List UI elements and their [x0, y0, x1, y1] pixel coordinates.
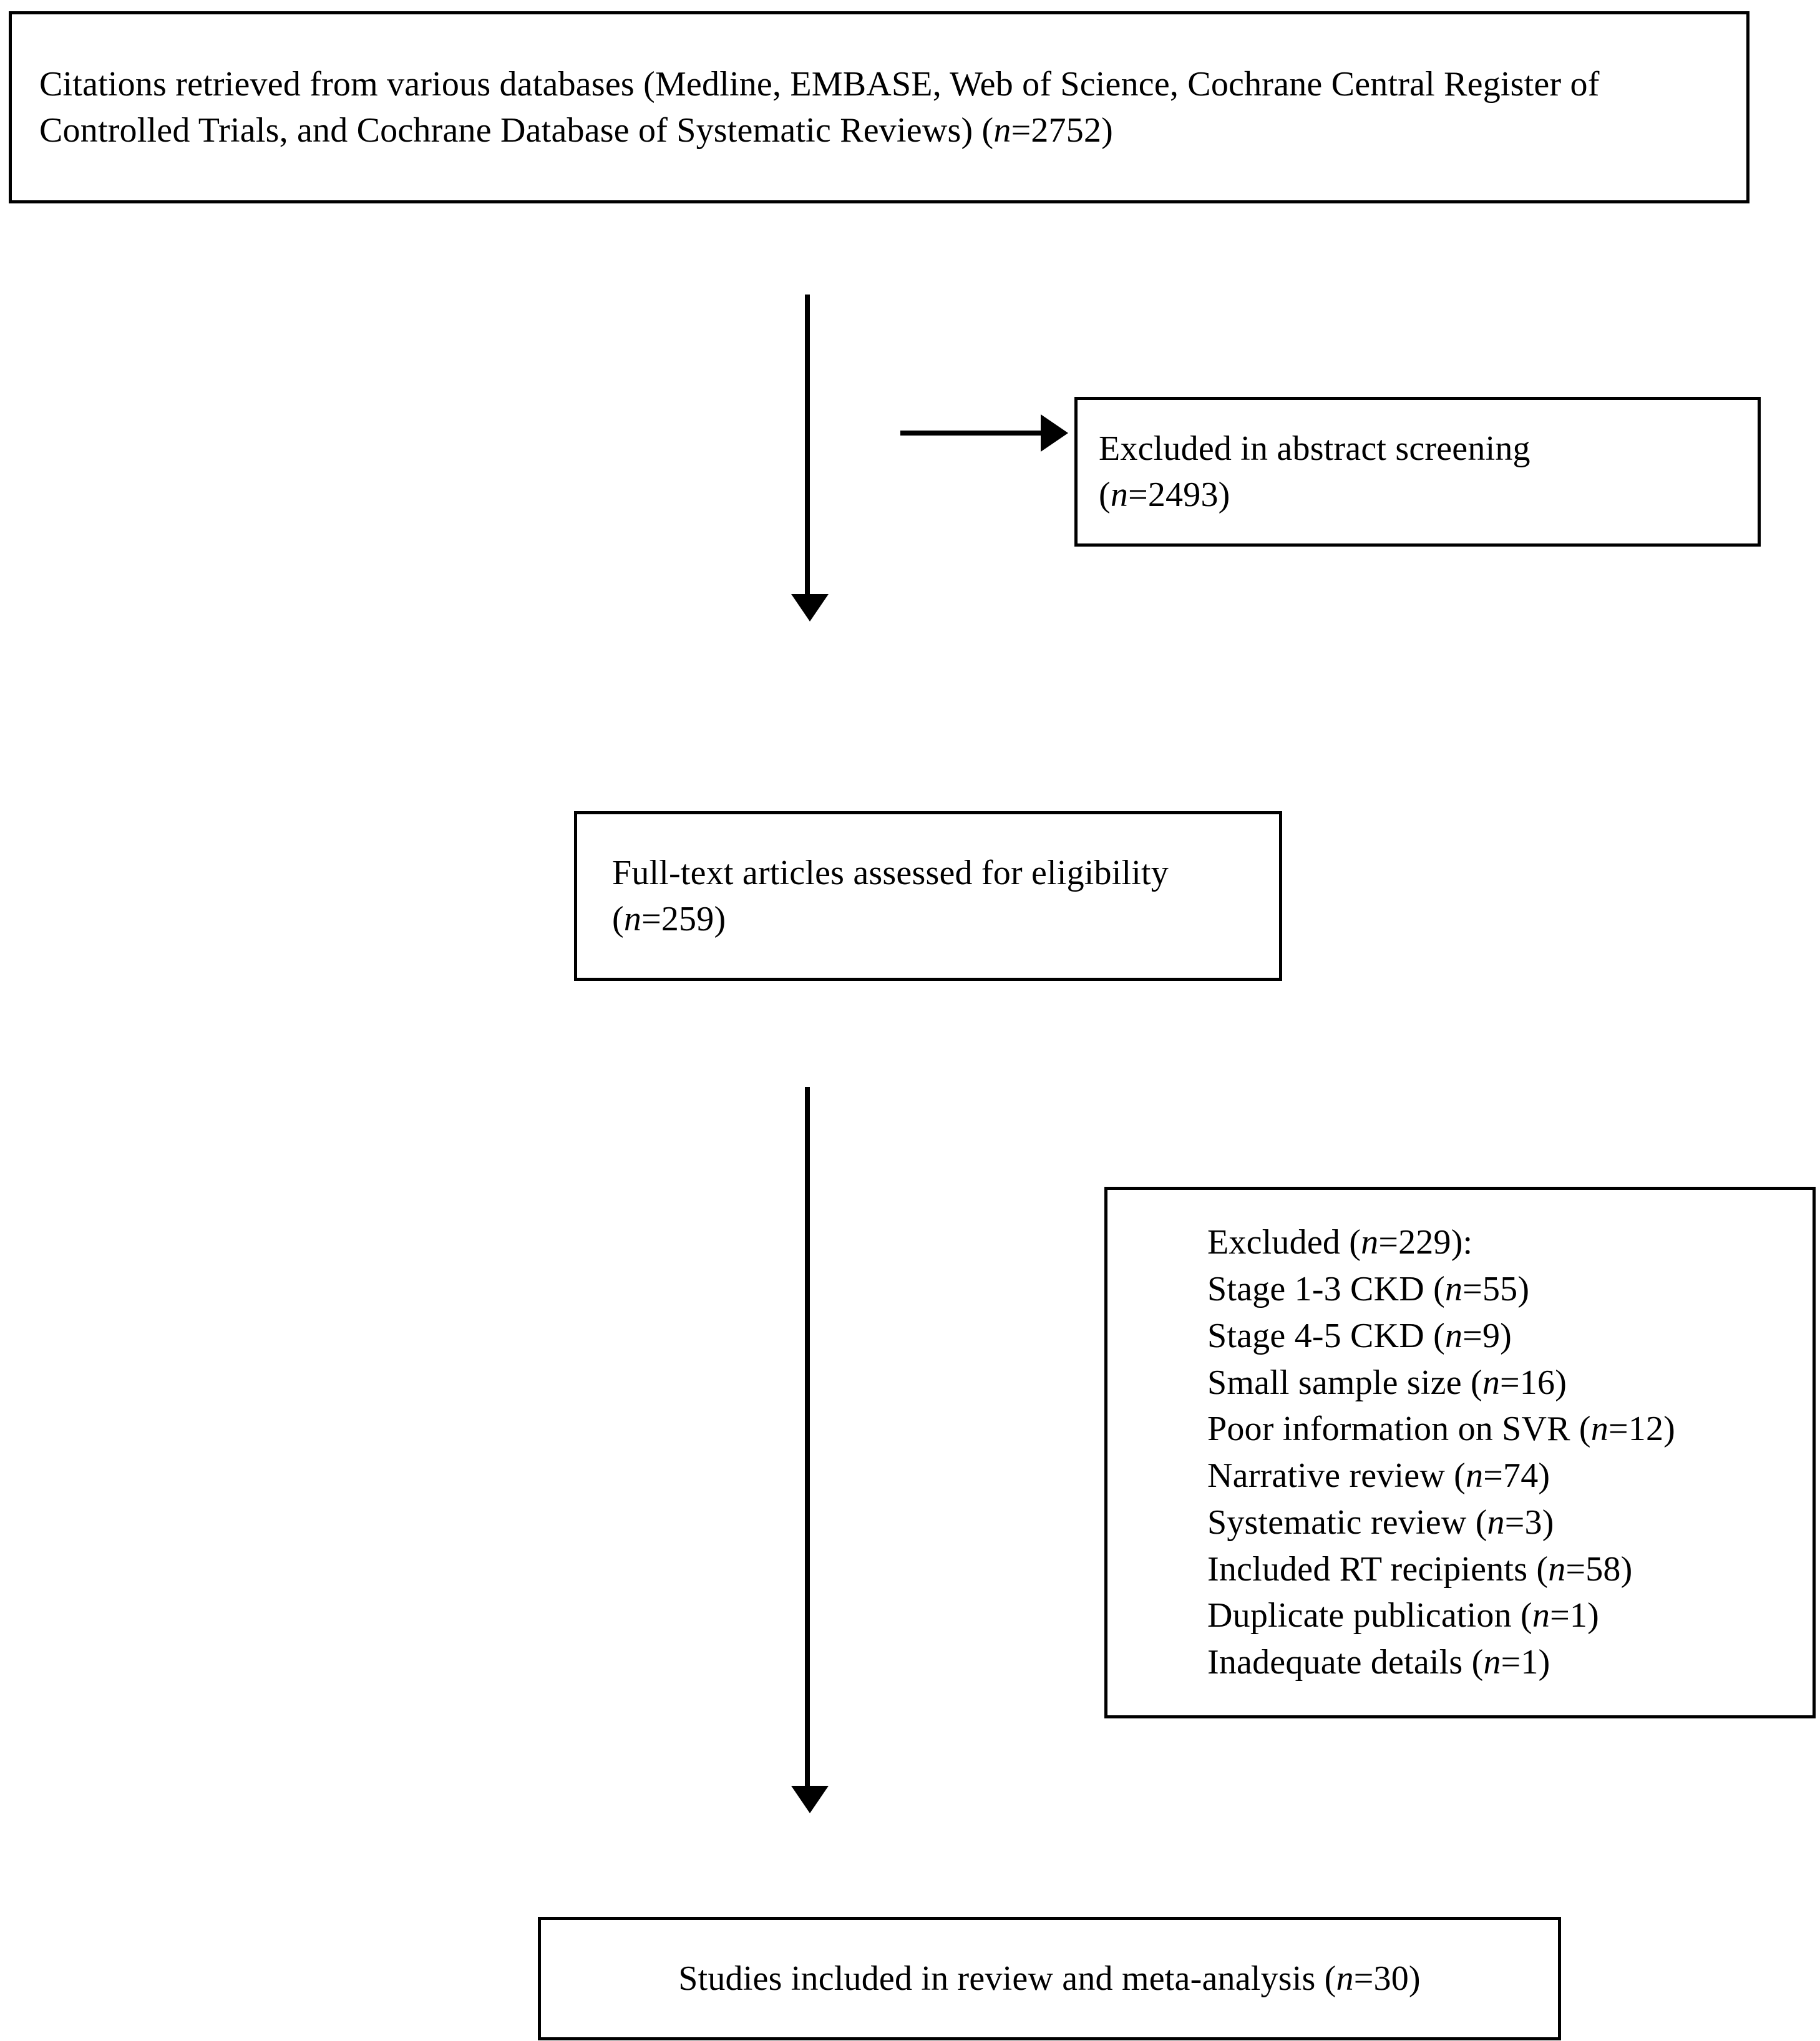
reason-item: Systematic review (n=3) — [1207, 1499, 1813, 1546]
excluded-reasons-total: =229): — [1378, 1223, 1473, 1262]
reason-n-symbol: n — [1444, 1316, 1463, 1355]
reason-count: =16) — [1500, 1363, 1567, 1402]
reason-label: Small sample size ( — [1207, 1363, 1482, 1402]
excluded-abstract-paren-open: ( — [1099, 475, 1111, 514]
citations-retrieved-count: =2752) — [1011, 111, 1113, 150]
reason-count: =3) — [1504, 1503, 1554, 1542]
connector-fulltext-to-included-line — [805, 1087, 810, 1792]
reason-item: Duplicate publication (n=1) — [1207, 1592, 1813, 1639]
full-text-paren-open: ( — [612, 900, 624, 938]
connector-to-excluded-abstract-arrowhead — [1041, 414, 1068, 452]
reason-n-symbol: n — [1548, 1549, 1566, 1589]
citations-retrieved-text: Citations retrieved from various databas… — [39, 61, 1719, 154]
connector-identification-to-fulltext-arrowhead — [791, 594, 829, 621]
connector-fulltext-to-included-arrowhead — [791, 1786, 829, 1813]
full-text-eligibility-label: Full-text articles assessed for eligibil… — [612, 853, 1169, 892]
excluded-reasons-header-prefix: Excluded ( — [1207, 1223, 1361, 1262]
reason-n-symbol: n — [1466, 1456, 1484, 1495]
reason-item: Poor information on SVR (n=12) — [1207, 1406, 1813, 1453]
full-text-count: =259) — [641, 900, 726, 938]
reason-count: =58) — [1565, 1549, 1633, 1589]
reason-label: Poor information on SVR ( — [1207, 1410, 1591, 1449]
excluded-abstract-count-line: (n=2493) — [1099, 472, 1736, 518]
excluded-abstract-label: Excluded in abstract screening — [1099, 429, 1530, 468]
excluded-abstract-count: =2493) — [1128, 475, 1230, 514]
reason-n-symbol: n — [1532, 1596, 1550, 1635]
citations-retrieved-line1: Citations retrieved from various databas… — [39, 64, 1435, 104]
box-full-text-eligibility: Full-text articles assessed for eligibil… — [574, 811, 1282, 981]
reason-label: Included RT recipients ( — [1207, 1549, 1549, 1589]
reason-count: =12) — [1608, 1410, 1675, 1449]
studies-included-label: Studies included in review and meta-anal… — [678, 1959, 1336, 1998]
reason-n-symbol: n — [1444, 1270, 1463, 1308]
reason-n-symbol: n — [1590, 1410, 1608, 1449]
box-excluded-abstract-screening: Excluded in abstract screening (n=2493) — [1074, 397, 1761, 547]
excluded-abstract-n-symbol: n — [1110, 475, 1129, 514]
reason-item: Narrative review (n=74) — [1207, 1453, 1813, 1499]
reason-count: =55) — [1462, 1270, 1530, 1308]
citations-retrieved-n-symbol: n — [993, 111, 1011, 150]
box-studies-included: Studies included in review and meta-anal… — [538, 1917, 1561, 2040]
excluded-abstract-text: Excluded in abstract screening (n=2493) — [1099, 426, 1736, 519]
reason-n-symbol: n — [1487, 1503, 1505, 1542]
connector-to-excluded-abstract-line — [900, 431, 1049, 436]
excluded-reasons-header: Excluded (n=229): — [1207, 1219, 1813, 1266]
reason-item: Stage 4-5 CKD (n=9) — [1207, 1313, 1813, 1360]
studies-included-n-symbol: n — [1336, 1959, 1354, 1998]
reason-item: Inadequate details (n=1) — [1207, 1639, 1813, 1686]
full-text-eligibility-count-line: (n=259) — [612, 896, 1244, 942]
reason-label: Systematic review ( — [1207, 1503, 1487, 1542]
reason-item: Included RT recipients (n=58) — [1207, 1546, 1813, 1593]
full-text-eligibility-text: Full-text articles assessed for eligibil… — [612, 850, 1244, 943]
citations-retrieved-line2-prefix: Register of Controlled Trials, and Cochr… — [39, 64, 1600, 150]
full-text-n-symbol: n — [623, 900, 642, 938]
reason-label: Stage 1-3 CKD ( — [1207, 1270, 1445, 1308]
connector-identification-to-fulltext-line — [805, 295, 810, 600]
box-citations-retrieved: Citations retrieved from various databas… — [9, 11, 1749, 203]
box-excluded-with-reasons: Excluded (n=229): Stage 1-3 CKD (n=55) S… — [1104, 1187, 1816, 1718]
reason-item: Stage 1-3 CKD (n=55) — [1207, 1266, 1813, 1313]
studies-included-count: =30) — [1353, 1959, 1421, 1998]
reason-count: =1) — [1550, 1596, 1599, 1635]
reason-label: Stage 4-5 CKD ( — [1207, 1316, 1445, 1355]
reason-n-symbol: n — [1483, 1643, 1501, 1682]
excluded-reasons-text: Excluded (n=229): Stage 1-3 CKD (n=55) S… — [1207, 1219, 1813, 1686]
reason-count: =1) — [1501, 1643, 1550, 1682]
reason-n-symbol: n — [1482, 1363, 1501, 1402]
reason-item: Small sample size (n=16) — [1207, 1360, 1813, 1406]
reason-label: Narrative review ( — [1207, 1456, 1466, 1495]
reason-count: =74) — [1483, 1456, 1550, 1495]
reason-count: =9) — [1462, 1316, 1512, 1355]
excluded-reasons-n-symbol: n — [1361, 1223, 1379, 1262]
reason-label: Inadequate details ( — [1207, 1643, 1484, 1682]
studies-included-text: Studies included in review and meta-anal… — [563, 1956, 1535, 2002]
reason-label: Duplicate publication ( — [1207, 1596, 1532, 1635]
